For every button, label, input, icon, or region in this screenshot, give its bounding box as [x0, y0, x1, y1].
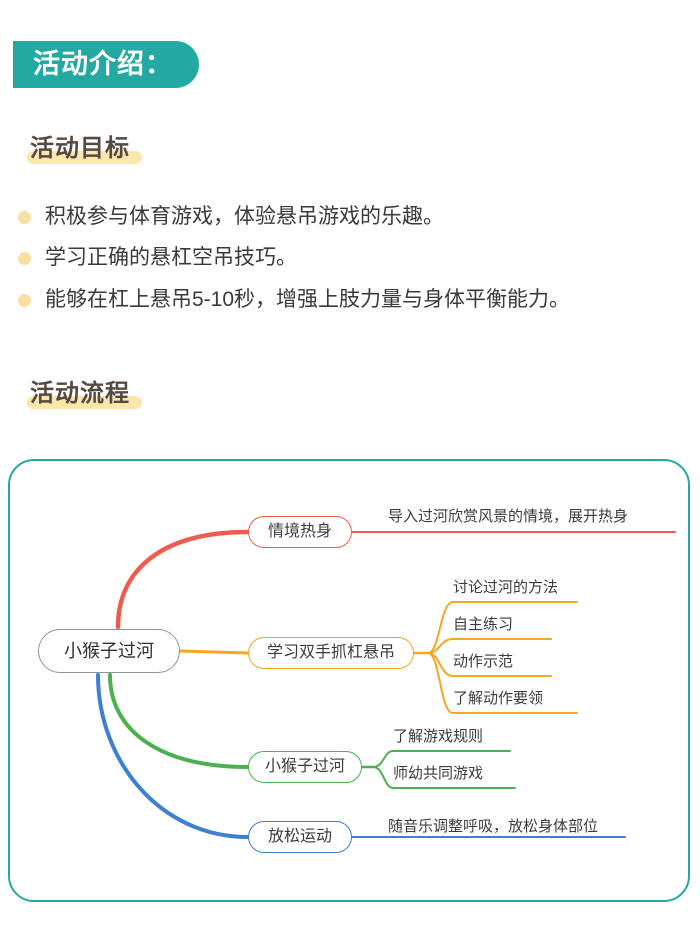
mindmap-leaf-label: 讨论过河的方法	[453, 579, 559, 596]
mindmap-leaf-label: 随音乐调整呼吸，放松身体部位	[388, 818, 599, 835]
mindmap-branch-label: 情境热身	[267, 523, 332, 540]
bullet-dot-icon	[18, 293, 31, 307]
activity-goals-list: 积极参与体育游戏，体验悬吊游戏的乐趣。 学习正确的悬杠空吊技巧。 能够在杠上悬吊…	[18, 202, 678, 326]
heading-activity-flow-text: 活动流程	[30, 380, 130, 407]
mindmap-leaf-label: 导入过河欣赏风景的情境，展开热身	[388, 508, 629, 525]
mindmap-branch-node-relax[interactable]: 放松运动	[248, 821, 352, 853]
mindmap-container: 小猴子过河 情境热身 导入过河欣赏风景的情境，展开热身 学习双手抓杠悬吊 讨论过…	[8, 459, 690, 902]
mindmap-leaf-label: 师幼共同游戏	[393, 765, 484, 782]
list-item: 能够在杠上悬吊5-10秒，增强上肢力量与身体平衡能力。	[18, 285, 678, 315]
connector-warmup	[115, 529, 251, 630]
mindmap-branch-node-warmup[interactable]: 情境热身	[248, 516, 352, 548]
mindmap-leaf-relax-1[interactable]: 随音乐调整呼吸，放松身体部位	[388, 819, 598, 839]
mindmap-leaf-hang-2[interactable]: 自主练习	[453, 617, 513, 637]
mindmap-root-node[interactable]: 小猴子过河	[38, 629, 180, 673]
connector-hang	[178, 649, 250, 655]
heading-activity-goals-text: 活动目标	[30, 135, 130, 162]
section-title-badge: 活动介绍：	[13, 41, 199, 88]
heading-highlight-bar	[27, 396, 142, 410]
mindmap-root-label: 小猴子过河	[64, 641, 154, 661]
heading-highlight-bar	[27, 151, 142, 165]
heading-activity-goals: 活动目标	[27, 135, 142, 165]
section-title-text: 活动介绍：	[33, 49, 173, 79]
connector-hang-child-1	[427, 601, 578, 654]
list-item-text: 学习正确的悬杠空吊技巧。	[45, 246, 297, 270]
connector-cross	[108, 673, 250, 769]
list-item-text: 能够在杠上悬吊5-10秒，增强上肢力量与身体平衡能力。	[45, 287, 571, 311]
list-item: 学习正确的悬杠空吊技巧。	[18, 243, 678, 273]
connector-relax	[96, 673, 250, 839]
mindmap-branch-node-cross[interactable]: 小猴子过河	[248, 751, 362, 783]
mindmap-leaf-cross-2[interactable]: 师幼共同游戏	[393, 766, 483, 786]
mindmap-branch-label: 小猴子过河	[264, 758, 345, 775]
mindmap-leaf-cross-1[interactable]: 了解游戏规则	[393, 729, 483, 749]
mindmap-leaf-hang-4[interactable]: 了解动作要领	[453, 691, 543, 711]
mindmap-branch-label: 放松运动	[267, 828, 332, 845]
bullet-dot-icon	[18, 252, 31, 266]
connector-cross-child-1	[372, 750, 511, 768]
mindmap-connectors	[96, 529, 676, 839]
connector-cross-child-2	[372, 766, 516, 789]
mindmap-leaf-label: 自主练习	[453, 616, 514, 633]
mindmap-leaf-label: 了解游戏规则	[393, 728, 484, 745]
mindmap-leaf-warmup-1[interactable]: 导入过河欣赏风景的情境，展开热身	[388, 509, 628, 529]
connector-hang-child-4	[427, 652, 578, 714]
bullet-dot-icon	[18, 211, 31, 224]
mindmap-leaf-hang-3[interactable]: 动作示范	[453, 654, 513, 674]
mindmap-branch-node-hang[interactable]: 学习双手抓杠悬吊	[248, 637, 414, 669]
mindmap-leaf-label: 动作示范	[453, 653, 514, 670]
mindmap-branch-label: 学习双手抓杠悬吊	[266, 644, 395, 661]
list-item: 积极参与体育游戏，体验悬吊游戏的乐趣。	[18, 202, 678, 232]
heading-activity-flow: 活动流程	[27, 380, 142, 410]
mindmap-leaf-label: 了解动作要领	[453, 690, 544, 707]
connector-hang-child-2	[427, 638, 552, 654]
mindmap-leaf-hang-1[interactable]: 讨论过河的方法	[453, 580, 558, 600]
list-item-text: 积极参与体育游戏，体验悬吊游戏的乐趣。	[45, 205, 444, 228]
